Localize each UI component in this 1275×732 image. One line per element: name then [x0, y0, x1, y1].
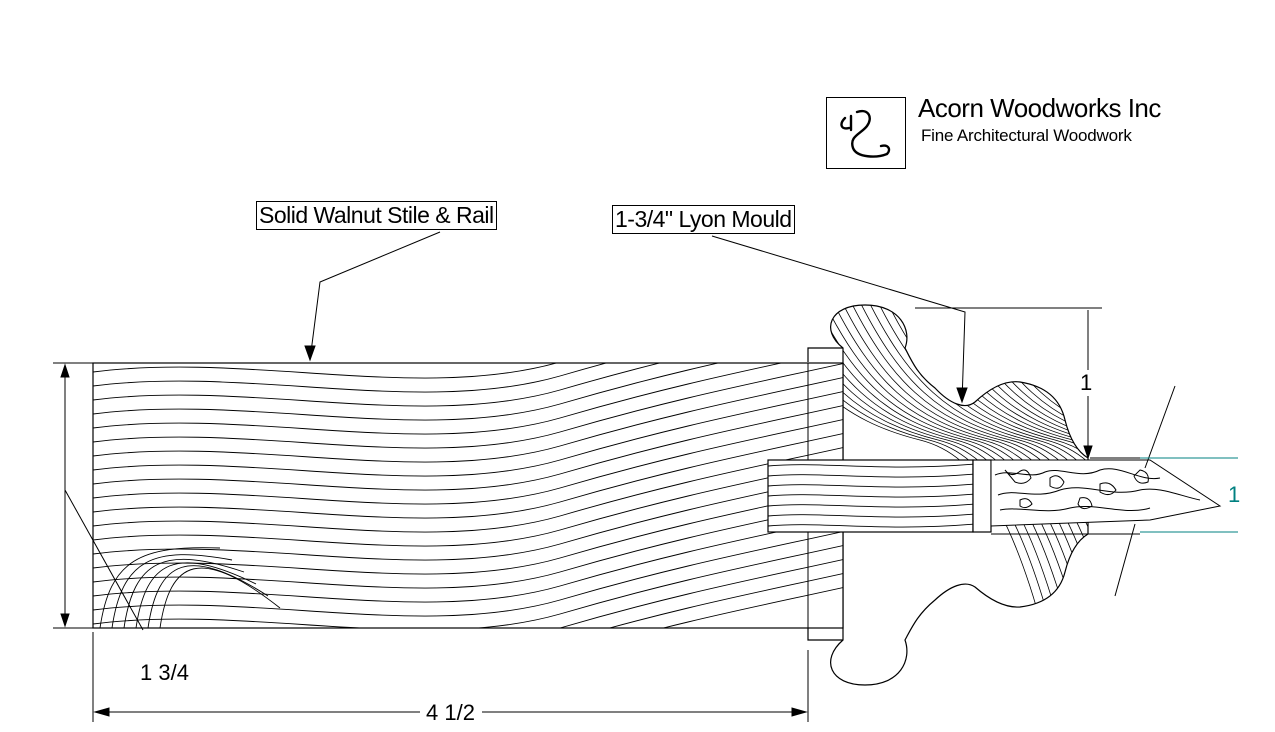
wood-grain-line [840, 305, 1088, 685]
wood-grain-line [558, 559, 843, 628]
wood-grain-line [93, 433, 843, 519]
leader-lines [64, 231, 1176, 631]
wood-grain-line [93, 517, 843, 603]
dimension-lines [53, 307, 1238, 722]
wood-grain-line [93, 475, 843, 561]
company-tagline: Fine Architectural Woodwork [921, 126, 1132, 145]
panel-core [990, 457, 1222, 535]
wood-grain-line [93, 377, 843, 463]
wood-grain-line [768, 493, 973, 498]
wood-grain-line [111, 554, 233, 628]
wood-grain-line [768, 463, 973, 468]
wood-grain-line [93, 419, 843, 505]
wood-grain-line [768, 523, 973, 528]
wood-grain-line [768, 503, 973, 508]
wood-grain-line [93, 363, 843, 449]
panel-thickness-dimension: 1 [1228, 482, 1241, 507]
wood-grain-line [93, 363, 720, 421]
thickness-dimension: 1 3/4 [140, 660, 189, 686]
wood-grain-line [99, 547, 221, 628]
wood-grain-line [93, 363, 662, 407]
wood-grain-line [93, 405, 843, 491]
wood-grain-line [608, 573, 843, 628]
wood-grain-line [867, 305, 1088, 685]
stile-section [92, 362, 844, 629]
wood-grain-line [93, 531, 843, 617]
wood-grain-line [159, 567, 281, 628]
wood-grain-line [93, 363, 784, 435]
wood-grain-line [93, 447, 843, 533]
mould-height-dimension: 1 [1080, 370, 1093, 396]
wood-grain-line [830, 305, 1079, 685]
wood-grain-line [830, 305, 1088, 685]
stile-rail-callout: Solid Walnut Stile & Rail [256, 201, 497, 230]
wood-grain-line [661, 587, 843, 628]
panel-tongue [767, 459, 992, 533]
wood-grain-line [768, 473, 973, 478]
wood-grain-line [93, 503, 843, 589]
wood-grain-line [831, 305, 1088, 685]
wood-grain-line [768, 513, 973, 518]
wood-grain-line [135, 562, 257, 628]
wood-grain-line [830, 305, 1070, 685]
company-name: Acorn Woodworks Inc [918, 93, 1161, 123]
company-logo [826, 97, 906, 169]
wood-grain-line [93, 461, 843, 547]
wood-grain-line [768, 483, 973, 488]
wood-grain-line [93, 545, 843, 628]
wood-grain-line [93, 363, 608, 393]
wood-grain-line [830, 305, 1061, 685]
wood-grain-line [93, 363, 558, 379]
wood-grain-line [123, 558, 245, 628]
wood-grain-line [858, 305, 1088, 685]
wood-grain-line [93, 489, 843, 575]
wood-grain-line [849, 305, 1088, 685]
mould-callout: 1-3/4" Lyon Mould [612, 205, 795, 234]
wood-grain-line [93, 391, 843, 477]
width-dimension: 4 1/2 [424, 700, 477, 726]
wood-grain-line [147, 565, 269, 628]
acorn-logo-icon [840, 109, 891, 158]
